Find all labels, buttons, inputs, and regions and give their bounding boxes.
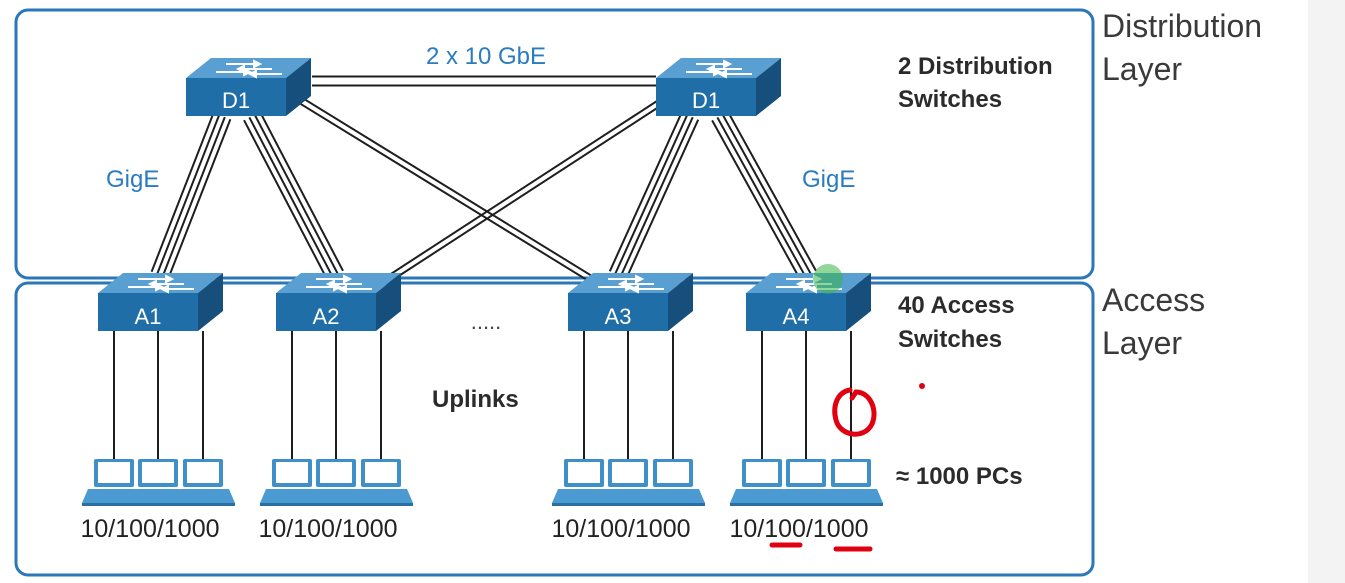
speed-label-a4: 10/100/1000 [729, 515, 868, 543]
link-line [167, 118, 232, 279]
speed-label-a3: 10/100/1000 [551, 515, 690, 543]
distribution-switch-left[interactable]: D1 [185, 57, 312, 117]
link-line [711, 119, 802, 280]
link-line [625, 119, 700, 280]
link-label-gige-right: GigE [802, 166, 855, 193]
link-line [614, 114, 689, 275]
link-label-10gbe: 2 x 10 GbE [426, 43, 546, 70]
speed-label-a2: 10/100/1000 [258, 515, 397, 543]
pc-icon [171, 459, 235, 506]
link-line [297, 101, 595, 286]
link-line [619, 116, 694, 277]
access-layer-frame [14, 281, 1095, 577]
distribution-layer-title: Distribution [1102, 8, 1262, 44]
link-d1left-a1 [150, 112, 232, 279]
cursor-highlight [813, 264, 843, 294]
pc-icon [349, 459, 413, 506]
link-line [156, 114, 221, 275]
distribution-layer-title-2: Layer [1102, 51, 1182, 87]
distribution-layer-frame [14, 8, 1095, 280]
link-d1right-a2 [381, 96, 667, 286]
distribution-count-label: 2 Distribution [898, 53, 1053, 80]
link-label-gige-left: GigE [106, 166, 159, 193]
access-count-label: 40 Access [898, 292, 1015, 319]
link-d1left-a2 [243, 111, 344, 280]
window-edge [1308, 0, 1345, 583]
link-d1right-a3 [608, 111, 700, 280]
distribution-switch-right[interactable]: D1 [655, 57, 782, 117]
link-line [608, 111, 683, 272]
link-line [381, 96, 663, 281]
access-layer-title: Access [1102, 282, 1205, 318]
switch-label: A2 [313, 304, 340, 329]
distribution-count-label-2: Switches [898, 86, 1002, 113]
link-line [243, 119, 328, 280]
access-switch-a4[interactable]: A4 [745, 272, 872, 332]
access-layer-title-2: Layer [1102, 325, 1182, 361]
link-line [726, 111, 817, 272]
link-line [150, 112, 215, 273]
link-line [259, 111, 344, 272]
pc-drop-links [113, 331, 852, 460]
link-d1left-a3 [297, 96, 599, 286]
link-line [721, 114, 812, 275]
speed-label-a1: 10/100/1000 [80, 515, 219, 543]
annotation-circle-icon [832, 387, 877, 437]
link-line [253, 114, 339, 275]
link-line [301, 96, 599, 281]
access-switch-a3[interactable]: A3 [567, 272, 694, 332]
switch-label: A3 [605, 304, 632, 329]
link-line [161, 116, 226, 277]
link-d1-d1 [312, 75, 656, 87]
pc-count-label: ≈ 1000 PCs [896, 463, 1023, 490]
more-switches-ellipsis: ..... [471, 309, 502, 334]
switch-label: D1 [222, 88, 250, 113]
switch-label: A4 [783, 304, 810, 329]
access-switch-a2[interactable]: A2 [275, 272, 402, 332]
link-d1right-a4 [711, 111, 817, 280]
annotation-marks [769, 383, 925, 552]
annotation-dot [919, 383, 925, 389]
uplinks-label: Uplinks [432, 386, 519, 413]
link-line [385, 101, 667, 286]
link-group [150, 75, 817, 286]
switch-label: D1 [692, 88, 720, 113]
access-switch-a1[interactable]: A1 [97, 272, 224, 332]
link-line [716, 116, 807, 277]
link-line [248, 116, 334, 277]
pc-icon [641, 459, 705, 506]
pc-group [82, 459, 883, 506]
switch-label: A1 [135, 304, 162, 329]
pc-icon [819, 459, 883, 506]
access-count-label-2: Switches [898, 326, 1002, 353]
